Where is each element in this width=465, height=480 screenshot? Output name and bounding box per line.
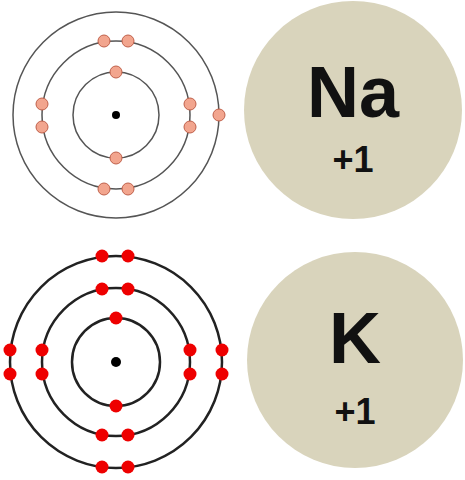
electron [36,121,48,133]
electron [96,429,109,442]
electron [216,344,229,357]
circle-shape [247,252,463,468]
electron-shell [42,288,190,436]
electron [122,429,135,442]
potassium-electrons [4,250,229,474]
electron [122,250,135,263]
nucleus [111,357,121,367]
potassium-atom [10,256,222,468]
ion-charge: +1 [332,142,373,178]
sodium-electrons [36,35,225,195]
electron [36,368,49,381]
element-circle: K +1 [247,252,463,468]
electron [122,183,134,195]
element-symbol: Na [307,56,399,128]
electron [216,368,229,381]
circle-shape [244,1,462,219]
electron [36,98,48,110]
electron [110,66,122,78]
ion-charge: +1 [334,394,375,430]
electron [4,368,17,381]
electron [96,283,109,296]
electron [96,250,109,263]
electron [4,344,17,357]
electron [122,283,135,296]
electron-shell [42,41,190,189]
electron [184,98,196,110]
electron-shell [13,12,219,218]
electron [96,461,109,474]
electron [110,312,123,325]
electron [184,121,196,133]
element-circle: Na +1 [244,1,462,219]
electron-shell [73,72,159,158]
nucleus [112,111,120,119]
electron [98,183,110,195]
electron [184,344,197,357]
element-symbol: K [329,302,381,374]
electron [110,400,123,413]
electron [122,35,134,47]
electron [213,109,225,121]
electron [110,152,122,164]
electron-shell [72,318,160,406]
electron-shell [10,256,222,468]
electron [36,344,49,357]
electron [122,461,135,474]
sodium-atom [13,12,219,218]
electron [184,368,197,381]
electron [98,35,110,47]
